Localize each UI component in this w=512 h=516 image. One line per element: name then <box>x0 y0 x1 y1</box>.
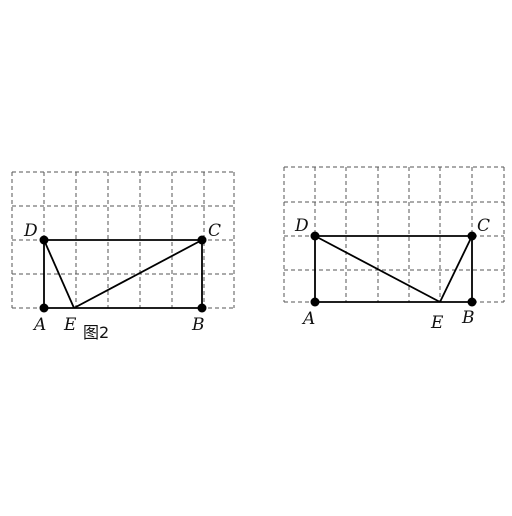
figure-caption: 图2 <box>83 323 109 342</box>
point-a <box>310 297 320 307</box>
rectangle-abcd <box>314 235 473 303</box>
point-b <box>197 303 207 313</box>
segment-ec <box>439 235 473 303</box>
point-d <box>39 235 49 245</box>
label-e: E <box>63 315 77 335</box>
segment-de <box>43 239 75 309</box>
label-b: B <box>461 308 475 328</box>
label-d: D <box>294 216 309 236</box>
point-a <box>39 303 49 313</box>
label-d: D <box>23 221 38 241</box>
segment-ec <box>73 239 203 309</box>
label-a: A <box>301 309 315 329</box>
label-b: B <box>191 315 205 335</box>
point-c <box>467 231 477 241</box>
figure-2: D C A E B <box>283 166 505 333</box>
label-c: C <box>208 221 221 241</box>
point-b <box>467 297 477 307</box>
point-c <box>197 235 207 245</box>
label-c: C <box>477 216 490 236</box>
vertex-dots <box>310 231 477 307</box>
label-a: A <box>32 315 46 335</box>
vertex-dots <box>39 235 207 313</box>
point-d <box>310 231 320 241</box>
label-e: E <box>430 313 444 333</box>
segment-de <box>314 235 441 303</box>
figure-1: D C A E B 图2 <box>11 171 235 342</box>
rectangle-abcd <box>43 239 203 309</box>
